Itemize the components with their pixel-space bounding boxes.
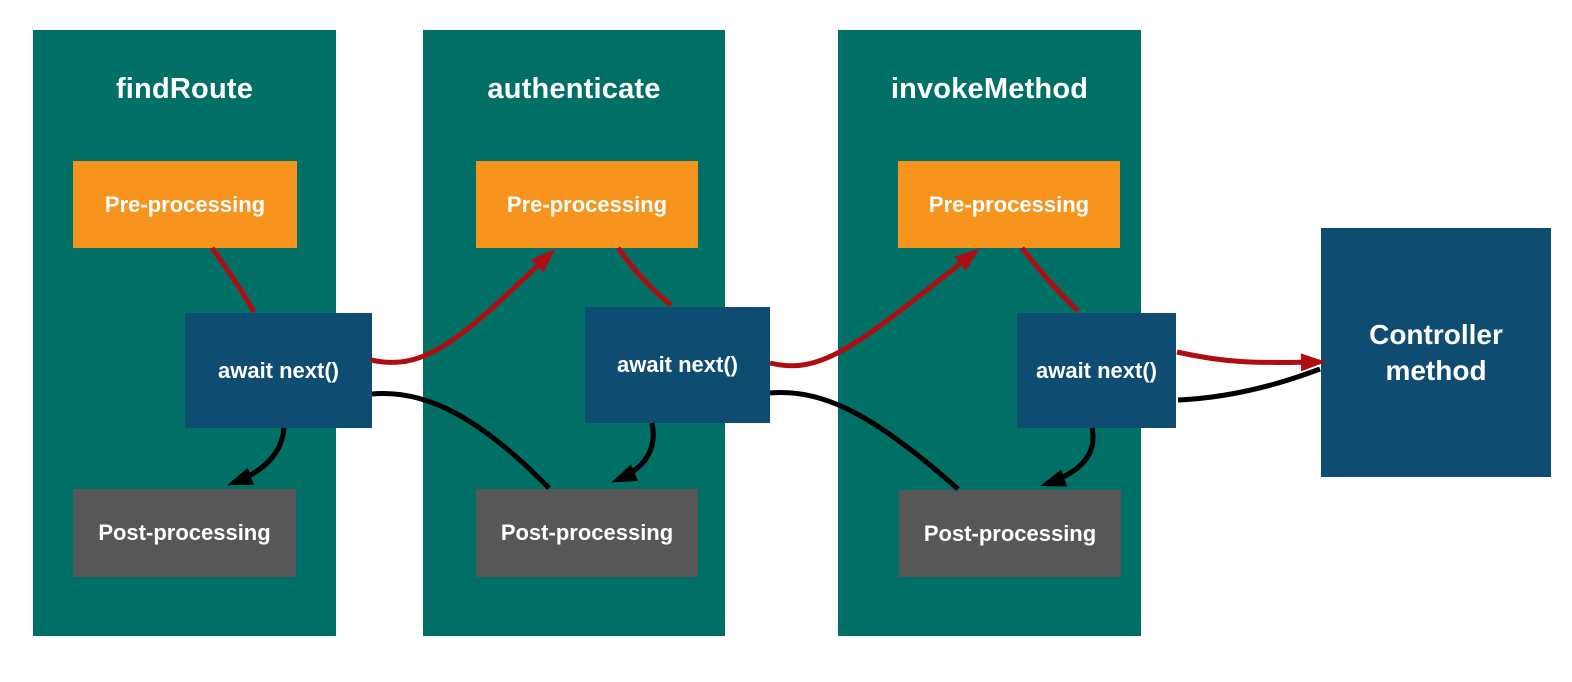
panel-title-invokemethod: invokeMethod [890,73,1089,105]
panel-title-authenticate: authenticate [487,73,661,105]
post-processing-box-1: Post-processing [73,489,296,577]
arrow-await3-to-controller [1176,349,1326,372]
controller-method-label: Controller method [1369,318,1503,386]
controller-method-box: Controller method [1321,228,1551,477]
pre-processing-box-1: Pre-processing [73,161,297,248]
await-next-box-3: await next() [1017,313,1176,428]
await-next-box-2: await next() [585,307,770,423]
pre-processing-box-3: Pre-processing [898,161,1120,248]
panel-title-findroute: findRoute [115,73,254,105]
arrow-controller-to-await3 [1177,366,1321,403]
post-processing-box-3: Post-processing [899,490,1121,577]
post-processing-label-1: Post-processing [98,520,271,545]
await-next-label-3: await next() [1035,357,1158,383]
post-processing-box-2: Post-processing [476,489,698,577]
pre-processing-box-2: Pre-processing [476,161,698,248]
await-next-label-2: await next() [616,352,739,377]
await-next-box-1: await next() [185,313,372,428]
await-next-label-1: await next() [217,357,340,383]
pre-processing-label-2: Pre-processing [506,191,668,217]
post-processing-label-3: Post-processing [923,520,1097,546]
pre-processing-label-3: Pre-processing [928,191,1090,217]
pre-processing-label-1: Pre-processing [104,191,266,217]
post-processing-label-2: Post-processing [500,520,674,545]
